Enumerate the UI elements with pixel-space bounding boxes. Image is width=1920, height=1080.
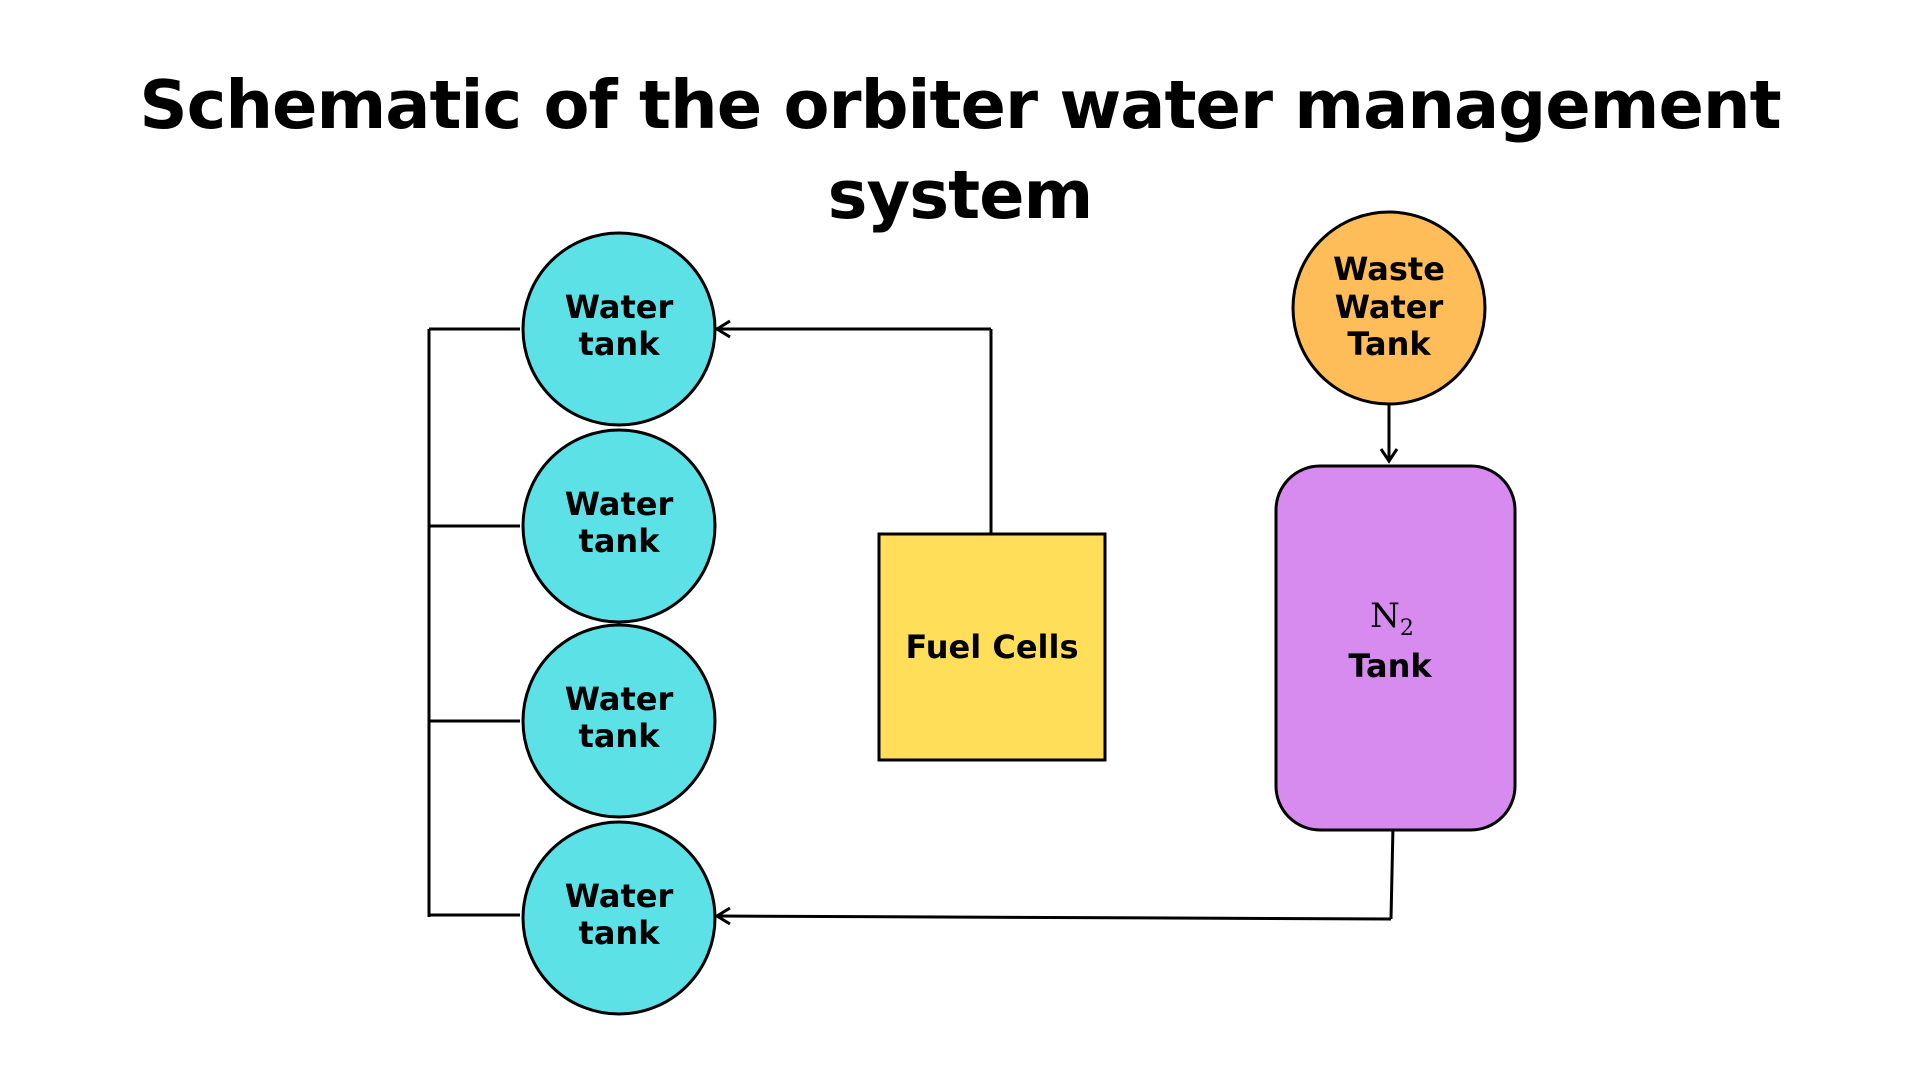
- arrowhead-icon: [714, 906, 731, 926]
- water-tank-label-2: tank: [579, 914, 661, 952]
- water-manifold: [427, 327, 520, 917]
- water-tank-label-2: tank: [579, 522, 661, 560]
- fuel-cells-box: [877, 532, 1107, 762]
- waste-water-tank-circle: [1291, 210, 1487, 406]
- water-tank-label-1: Water: [565, 485, 674, 523]
- waste-water-tank-label-1: Waste: [1333, 250, 1445, 288]
- waste-water-tank-label-2: Water: [1335, 288, 1444, 326]
- n2-tank-body: [1274, 464, 1517, 832]
- pipe-segment: [1389, 825, 1395, 920]
- water-tank-circle: [521, 231, 717, 427]
- arrowhead-icon: [1379, 448, 1399, 464]
- connector-waste-water-to-n2-tank: [1379, 404, 1399, 464]
- water-tank-label-1: Water: [565, 288, 674, 326]
- water-tank: Water tank: [521, 231, 717, 427]
- pipe-arrow: [717, 914, 1392, 921]
- fuel-cells-label: Fuel Cells: [905, 628, 1078, 666]
- n2-formula-sub: 2: [1400, 616, 1414, 641]
- water-tank: Water tank: [521, 428, 717, 624]
- page-title: Schematic of the orbiter water managemen…: [139, 66, 1781, 234]
- n2-formula-main: N: [1370, 596, 1400, 636]
- water-tank-circle: [521, 820, 717, 1016]
- water-tank: Water tank: [521, 820, 717, 1016]
- arrowhead-icon: [714, 319, 731, 339]
- waste-water-tank-label-3: Tank: [1347, 325, 1431, 363]
- connector-n2-tank-to-water-tank-4: [714, 825, 1395, 926]
- water-tank-label-2: tank: [579, 325, 661, 363]
- water-tank-label-1: Water: [565, 680, 674, 718]
- water-tank-circle: [521, 623, 717, 819]
- connector-fuel-cells-to-water-tank-1: [714, 319, 993, 533]
- n2-tank: N2 Tank: [1274, 464, 1517, 832]
- n2-tank-label: Tank: [1348, 647, 1432, 685]
- water-tank-label-2: tank: [579, 717, 661, 755]
- n2-formula: N2: [1370, 596, 1414, 641]
- water-tank-label-1: Water: [565, 877, 674, 915]
- water-tank-circle: [521, 428, 717, 624]
- waste-water-tank: Waste Water Tank: [1291, 210, 1487, 406]
- fuel-cells-block: Fuel Cells: [877, 532, 1107, 762]
- water-tank: Water tank: [521, 623, 717, 819]
